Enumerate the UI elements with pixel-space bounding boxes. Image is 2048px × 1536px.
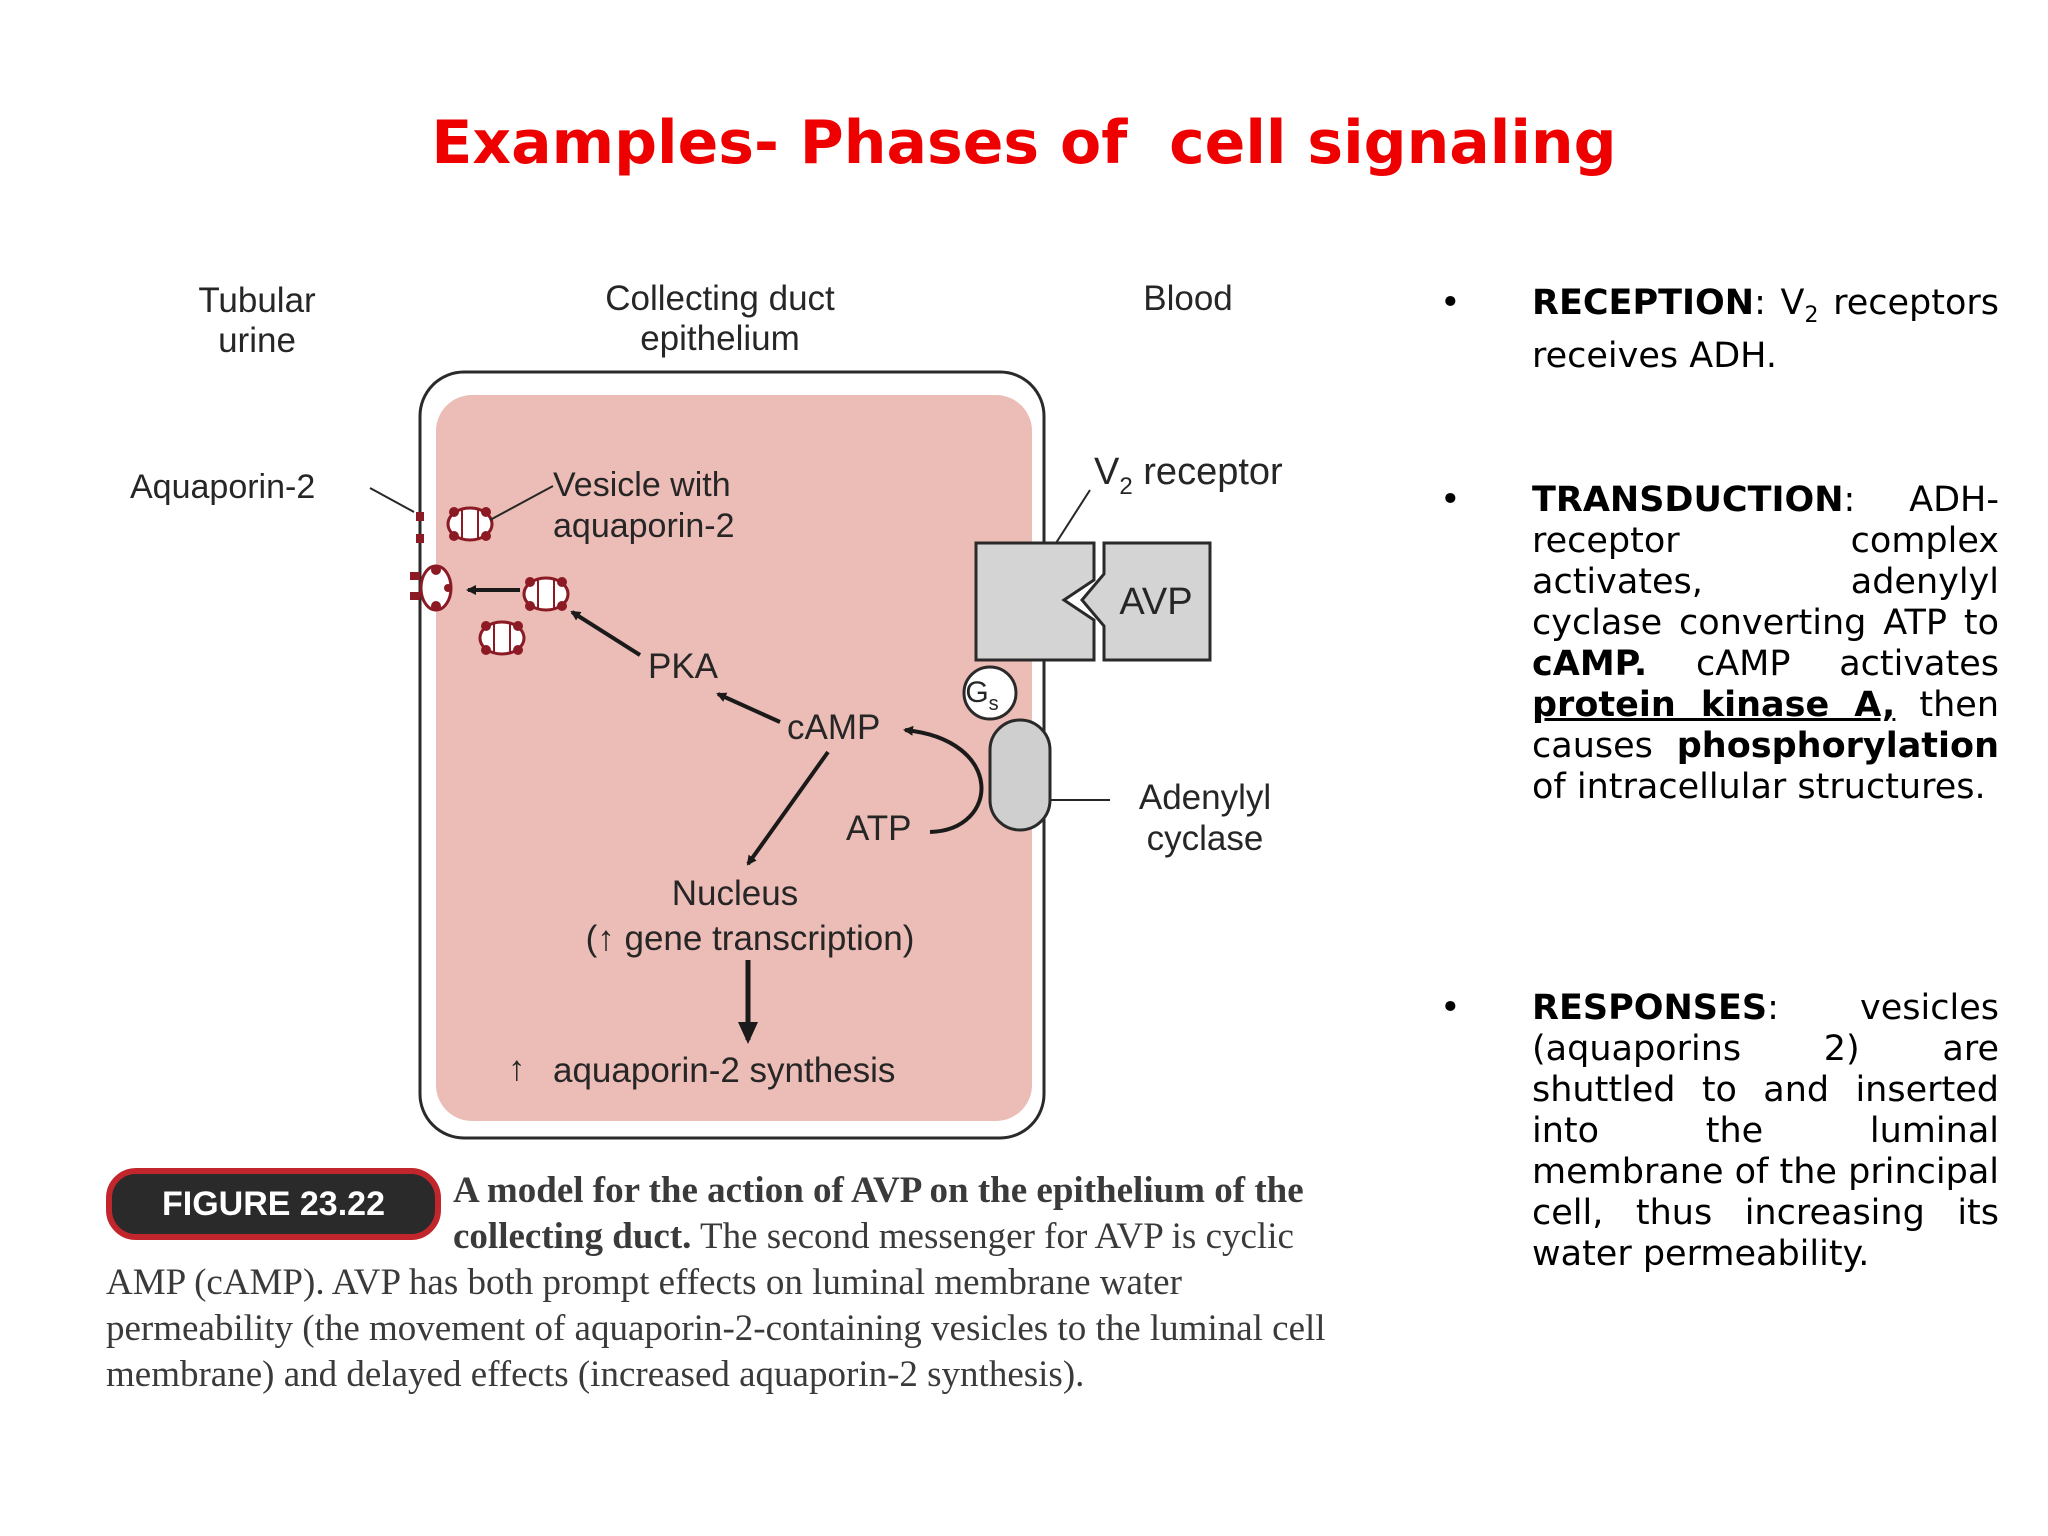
adenylyl-cyclase (988, 718, 1052, 832)
label-atp: ATP (846, 809, 911, 848)
header-collecting-duct: Collecting duct (605, 279, 835, 318)
v2-receptor (974, 541, 1096, 662)
header-tubular: Tubular (198, 281, 316, 320)
label-adenylyl: Adenylyl (1139, 778, 1271, 817)
figure-badge: FIGURE 23.22 (106, 1168, 441, 1240)
bullet-responses-text: RESPONSES: vesicles (aquaporins 2) are s… (1532, 988, 1999, 1274)
label-camp: cAMP (787, 708, 880, 747)
label-synthesis-arrow: ↑ (508, 1049, 526, 1088)
arrow-camp-to-nucleus (746, 750, 830, 866)
label-vesicle-line1: Vesicle with (553, 466, 731, 504)
header-epithelium: epithelium (640, 319, 800, 358)
cell-cytoplasm (436, 395, 1032, 1121)
inserted-vesicle (419, 564, 453, 612)
leader-vesicle (489, 485, 554, 521)
label-gene-transcription: (↑ gene transcription) (586, 919, 915, 958)
leader-aquaporin-2 (369, 487, 415, 513)
gs-protein (962, 665, 1018, 721)
vesicle-aquaporin-3 (478, 619, 526, 657)
figure-caption-title: A model for the action of AVP on the epi… (453, 1170, 1304, 1257)
label-pka: PKA (648, 647, 719, 686)
bullet-marker: • (1440, 480, 1461, 520)
vesicle-aquaporin-2 (522, 575, 570, 613)
figure-caption: FIGURE 23.22 A model for the action of A… (106, 1168, 1346, 1398)
arrow-atp-to-camp (903, 725, 984, 834)
membrane-aquaporin-channels (410, 512, 424, 600)
aquaporin-diagram: Tubular urine Collecting duct epithelium… (130, 279, 1283, 1140)
label-avp: AVP (1119, 581, 1192, 623)
arrow-camp-to-pka (716, 692, 781, 724)
label-gs: Gs (965, 676, 998, 715)
slide-title: Examples- Phases of cell signaling (431, 108, 1617, 178)
bullet-marker: • (1440, 988, 1461, 1028)
header-blood: Blood (1143, 279, 1233, 318)
label-vesicle-line2: aquaporin-2 (553, 507, 734, 545)
label-v2-receptor: V2 receptor (1094, 451, 1283, 500)
figure-caption-body: The second messenger for AVP is cyclic A… (106, 1216, 1326, 1395)
bullet-marker: • (1440, 283, 1461, 323)
vesicle-aquaporin-1 (446, 505, 494, 543)
header-urine: urine (218, 321, 296, 360)
label-nucleus: Nucleus (672, 874, 798, 913)
arrow-pka-to-vesicle (570, 610, 642, 657)
bullet-transduction-text: TRANSDUCTION: ADH-receptor complex activ… (1532, 480, 1999, 807)
avp-ligand (1080, 541, 1212, 662)
label-aquaporin-2: Aquaporin-2 (130, 468, 315, 506)
label-aquaporin-synthesis: aquaporin-2 synthesis (553, 1051, 895, 1090)
label-cyclase: cyclase (1147, 819, 1264, 858)
bullet-reception-text: RECEPTION: V2 receptors receives ADH. (1532, 283, 1999, 376)
